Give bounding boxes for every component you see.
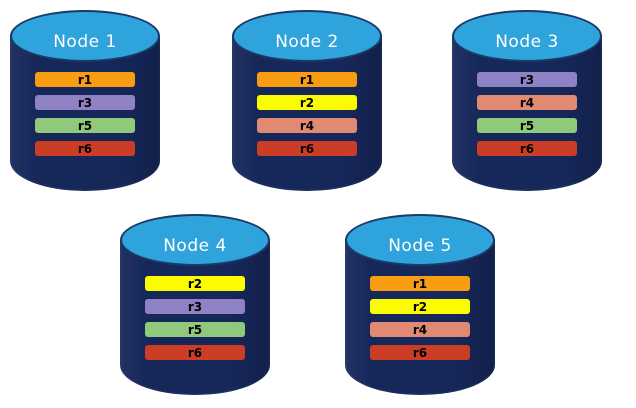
replica-bar: r4 — [257, 118, 357, 133]
replica-bar: r2 — [370, 299, 470, 314]
node-cylinder-top: Node 1 — [10, 10, 160, 62]
database-node-1: r1 r3 r5 r6 Node 1 — [10, 10, 160, 195]
replica-bar: r5 — [477, 118, 577, 133]
replica-bar: r3 — [35, 95, 135, 110]
replica-bar: r3 — [145, 299, 245, 314]
node-label: Node 4 — [163, 235, 227, 256]
replica-bar: r6 — [257, 141, 357, 156]
replica-list: r1 r2 r4 r6 — [370, 276, 470, 360]
replica-list: r2 r3 r5 r6 — [145, 276, 245, 360]
node-label: Node 5 — [388, 235, 452, 256]
database-node-3: r3 r4 r5 r6 Node 3 — [452, 10, 602, 195]
node-cylinder-top: Node 2 — [232, 10, 382, 62]
replica-bar: r6 — [370, 345, 470, 360]
replica-bar: r2 — [145, 276, 245, 291]
node-label: Node 3 — [495, 31, 559, 52]
replica-bar: r1 — [370, 276, 470, 291]
replica-bar: r6 — [145, 345, 245, 360]
replica-bar: r6 — [477, 141, 577, 156]
replica-bar: r1 — [35, 72, 135, 87]
replica-list: r3 r4 r5 r6 — [477, 72, 577, 156]
database-node-5: r1 r2 r4 r6 Node 5 — [345, 214, 495, 399]
database-node-4: r2 r3 r5 r6 Node 4 — [120, 214, 270, 399]
replica-list: r1 r3 r5 r6 — [35, 72, 135, 156]
database-node-2: r1 r2 r4 r6 Node 2 — [232, 10, 382, 195]
replica-bar: r3 — [477, 72, 577, 87]
replica-bar: r4 — [477, 95, 577, 110]
replica-bar: r6 — [35, 141, 135, 156]
replica-bar: r1 — [257, 72, 357, 87]
replica-bar: r5 — [35, 118, 135, 133]
node-cylinder-top: Node 3 — [452, 10, 602, 62]
replica-bar: r2 — [257, 95, 357, 110]
node-label: Node 2 — [275, 31, 339, 52]
replica-list: r1 r2 r4 r6 — [257, 72, 357, 156]
node-label: Node 1 — [53, 31, 117, 52]
node-cylinder-top: Node 4 — [120, 214, 270, 266]
replica-bar: r5 — [145, 322, 245, 337]
node-cylinder-top: Node 5 — [345, 214, 495, 266]
replica-bar: r4 — [370, 322, 470, 337]
